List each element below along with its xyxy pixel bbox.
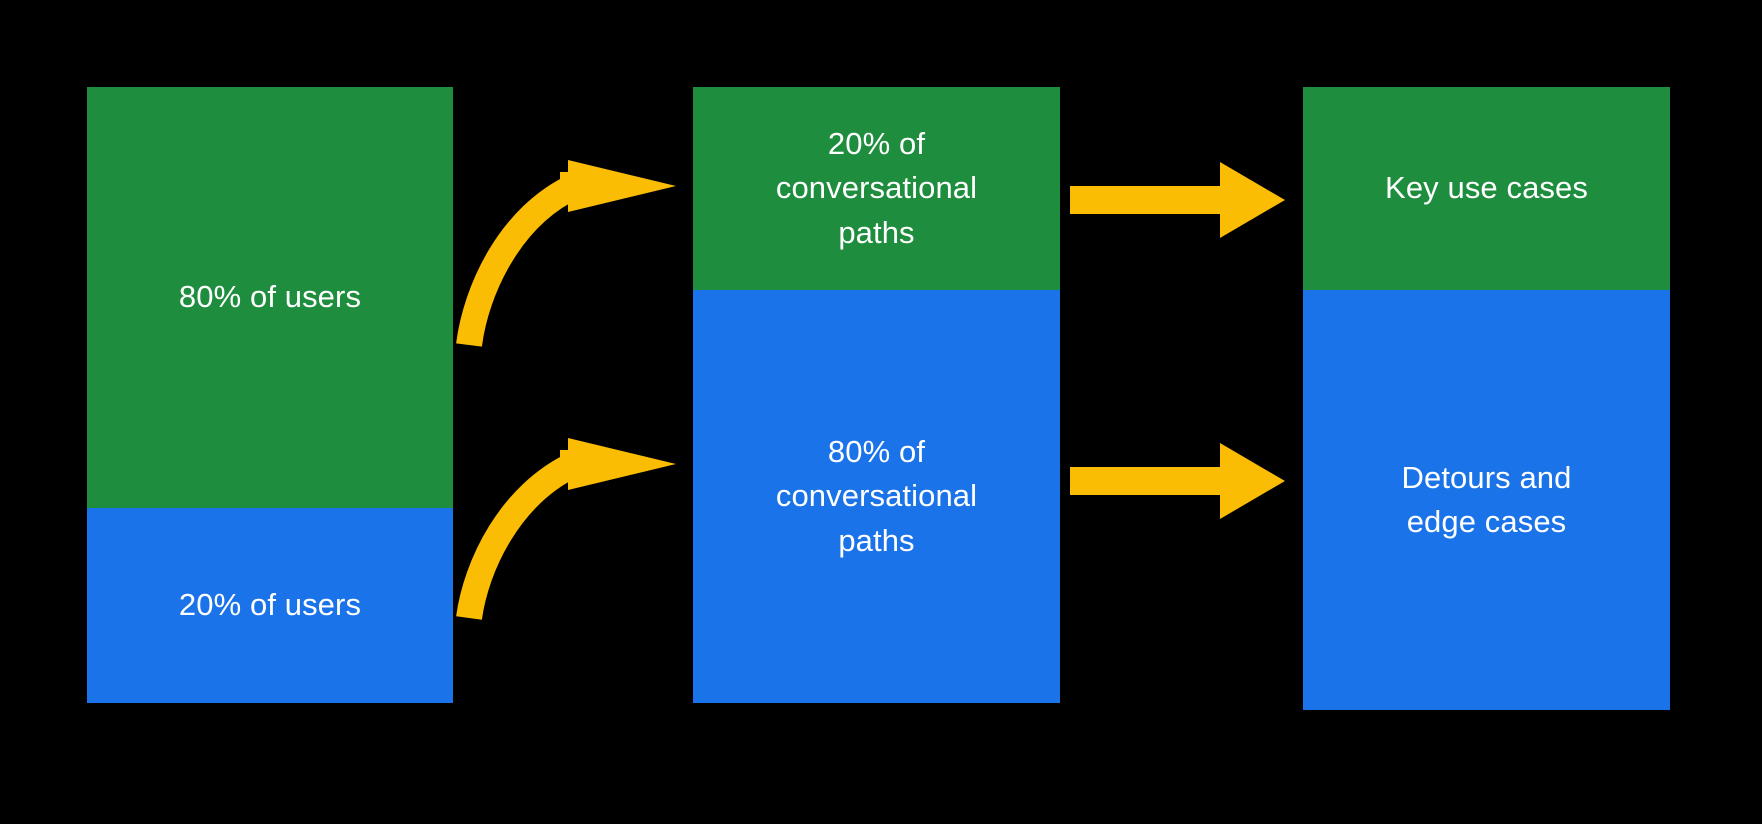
straight-arrow-icon-bottom (1070, 443, 1285, 519)
segment-detours-and-edge-cases: Detours and edge cases (1303, 290, 1670, 710)
curved-arrow-icon-bottom (456, 438, 676, 620)
conversational-paths-column: 20% of conversational paths 80% of conve… (693, 87, 1060, 703)
segment-80-percent-conversational-paths: 80% of conversational paths (693, 290, 1060, 703)
curved-arrow-icon-top (456, 160, 676, 347)
segment-20-percent-conversational-paths: 20% of conversational paths (693, 87, 1060, 290)
segment-20-percent-users: 20% of users (87, 508, 453, 703)
users-distribution-column: 80% of users 20% of users (87, 87, 453, 703)
segment-key-use-cases: Key use cases (1303, 87, 1670, 290)
straight-arrow-icon-top (1070, 162, 1285, 238)
segment-80-percent-users: 80% of users (87, 87, 453, 508)
use-cases-column: Key use cases Detours and edge cases (1303, 87, 1670, 710)
